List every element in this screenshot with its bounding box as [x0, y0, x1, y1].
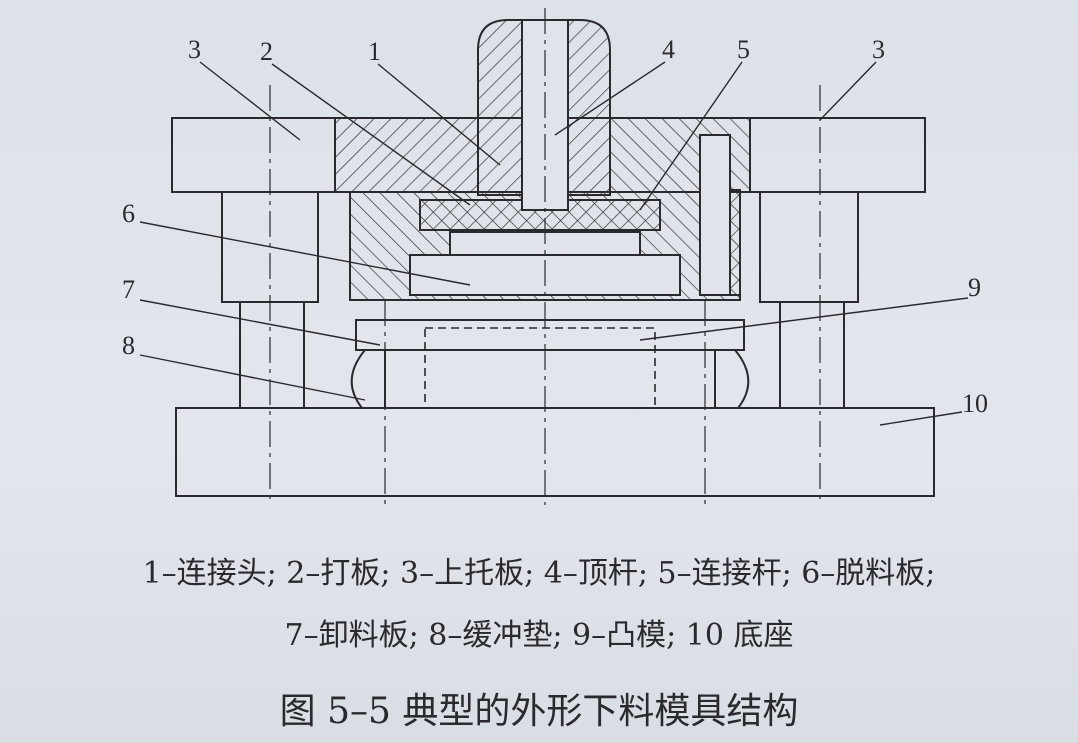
label-6: 6: [122, 199, 135, 228]
leader-line: [377, 63, 501, 166]
left-pillar-lower: [239, 301, 305, 409]
legend-line-2: 7–卸料板; 8–缓冲垫; 9–凸模; 10 底座: [284, 618, 794, 653]
cushion-pad-left: [350, 349, 386, 409]
leader-line: [139, 354, 366, 401]
label-10: 10: [962, 389, 988, 418]
label-5: 5: [737, 35, 750, 64]
leader-line: [271, 63, 471, 206]
connecting-rod-hatch: [729, 189, 741, 296]
label-4: 4: [662, 35, 675, 64]
figure-title: 图 5–5 典型的外形下料模具结构: [279, 691, 799, 732]
leader-line: [639, 61, 743, 211]
label-8: 8: [122, 331, 135, 360]
connecting-rod: [699, 134, 731, 296]
leader-line: [139, 221, 471, 286]
leader-line: [139, 299, 381, 346]
label-7: 7: [122, 275, 135, 304]
punch-plate: [355, 319, 745, 351]
label-3-right: 3: [872, 35, 885, 64]
upper-plate-hatch-left: [334, 117, 479, 193]
label-1: 1: [368, 37, 381, 66]
label-2: 2: [260, 37, 273, 66]
right-pillar-lower: [779, 301, 845, 409]
leader-line: [879, 411, 963, 426]
cushion-pad-right: [714, 349, 750, 409]
label-3-left: 3: [188, 35, 201, 64]
legend-line-1: 1–连接头; 2–打板; 3–上托板; 4–顶杆; 5–连接杆; 6–脱料板;: [142, 556, 936, 591]
leader-line: [199, 61, 301, 141]
punch-dashed: [424, 327, 656, 409]
leader-line: [639, 297, 969, 341]
leader-line: [819, 61, 877, 121]
right-pillar-upper: [759, 191, 859, 303]
label-9: 9: [968, 273, 981, 302]
die-structure-drawing: 3 2 1 4 5 3 6 7 8 9 10: [122, 8, 988, 505]
leader-line: [554, 61, 666, 136]
